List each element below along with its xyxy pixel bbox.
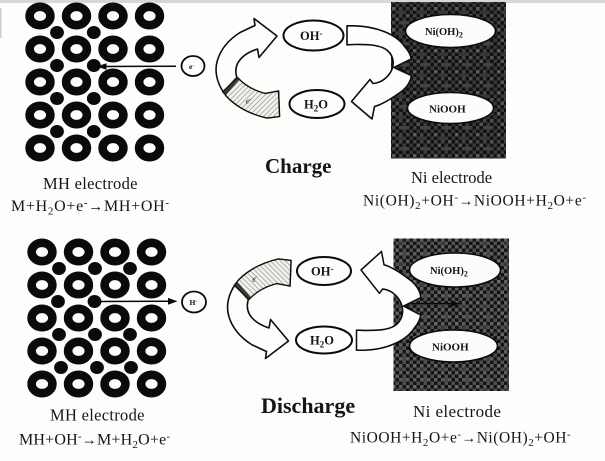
svg-text:Ni electrode: Ni electrode [411,168,492,187]
svg-text:MH electrode: MH electrode [50,406,145,425]
svg-text:Ni(OH)2: Ni(OH)2 [430,266,468,279]
svg-text:Ni(OH)2: Ni(OH)2 [425,27,463,40]
svg-text:MH+OH-→M+H2O+e-: MH+OH-→M+H2O+e- [19,431,170,452]
svg-text:M+H2O+e-→MH+OH-: M+H2O+e-→MH+OH- [11,197,170,218]
svg-text:e-: e- [245,95,252,106]
svg-text:H2O: H2O [310,334,334,350]
svg-text:OH-: OH- [300,29,322,44]
svg-text:OH-: OH- [311,264,333,279]
svg-text:NiOOH+H2O+e-→Ni(OH)2+OH-: NiOOH+H2O+e-→Ni(OH)2+OH- [350,429,571,450]
svg-text:e-: e- [189,62,194,71]
svg-text:Ni electrode: Ni electrode [413,402,501,421]
svg-text:Charge: Charge [265,154,332,178]
svg-text:NiOOH: NiOOH [432,342,469,354]
svg-text:NiOOH: NiOOH [429,104,466,116]
svg-text:H-: H- [190,298,198,307]
svg-text:e-: e- [251,273,258,284]
svg-text:Ni(OH)2+OH-→NiOOH+H2O+e-: Ni(OH)2+OH-→NiOOH+H2O+e- [363,192,587,213]
svg-text:MH electrode: MH electrode [43,174,138,193]
svg-text:Discharge: Discharge [261,393,355,418]
svg-text:H2O: H2O [304,98,328,114]
